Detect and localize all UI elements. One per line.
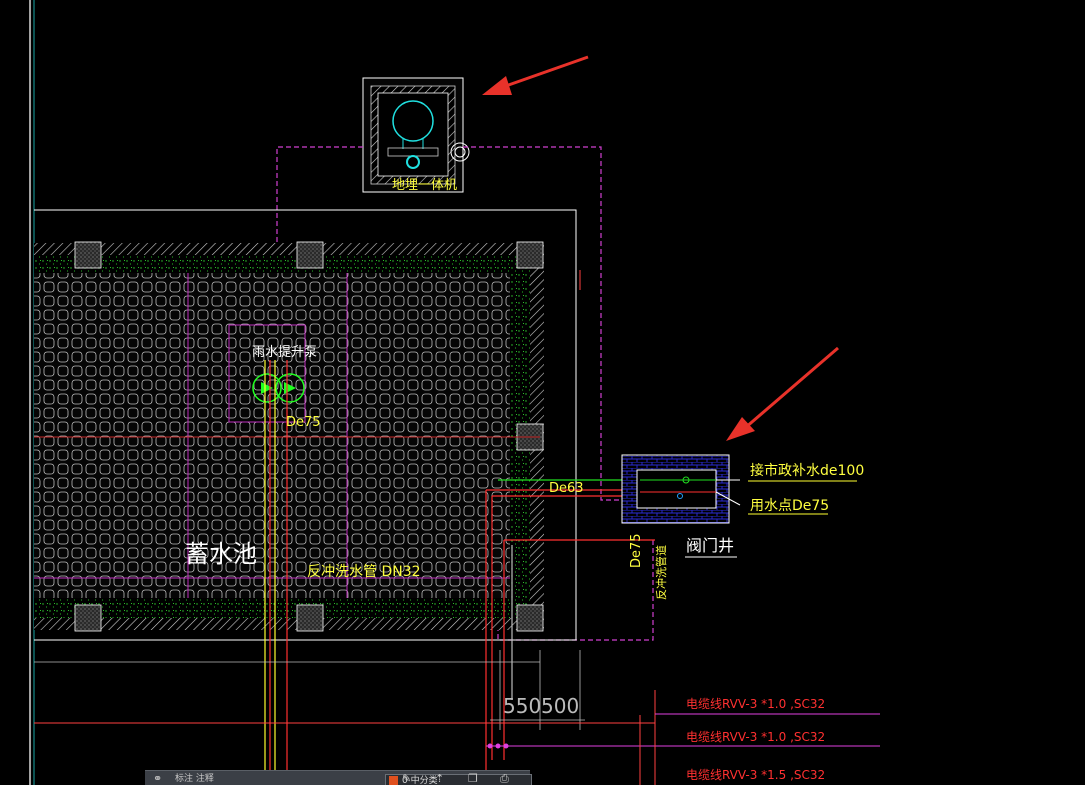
arrow-right [726,346,839,441]
print-icon[interactable]: ⎙ [500,772,509,785]
layer-name: 0 中分类 [402,776,438,785]
dimension-500: 500 [541,694,579,718]
backwash-label: 反冲洗水管 DN32 [307,564,421,580]
tank-label: 蓄水池 [185,540,257,568]
junction-dots [487,743,509,749]
valve-well-label: 阀门井 [686,536,734,555]
equipment-unit [362,77,470,193]
structural-columns [74,241,544,632]
backwash-vertical-label: 反冲洗管道 [654,545,668,600]
equipment-label: 地埋一体机 [392,178,457,193]
valve-pipes [485,479,655,785]
bottom-lines [34,270,880,785]
cable-label-1: 电缆线RVV-3 *1.0 ,SC32 [686,697,825,711]
link-icon[interactable]: ⚭ [153,772,163,785]
de63-label: De63 [549,481,584,496]
layer-color-swatch [389,776,398,785]
valve-well [621,454,741,524]
floating-toolbar: ⚭ 标注 注释 0 中分类 ✎ ⇡ ❐ ⎙ [145,770,532,785]
dimension-lines [34,650,585,730]
de75-vertical-label: De75 [629,533,644,568]
upload-icon[interactable]: ⇡ [435,772,445,785]
vertical-pipes [264,360,288,785]
dimension-550: 550 [503,694,541,718]
pump-label: 雨水提升泵 [252,344,317,360]
rain-pump [252,373,305,403]
cable-label-2: 电缆线RVV-3 *1.0 ,SC32 [686,730,825,744]
municipal-label: 接市政补水de100 [750,462,864,479]
cable-label-3: 电缆线RVV-3 *1.5 ,SC32 [686,768,825,782]
layer-dropdown[interactable]: 0 中分类 [385,774,532,785]
arrow-top [482,55,589,95]
copy-icon[interactable]: ❐ [468,772,478,785]
magenta-grid [34,273,510,598]
pump-pipe-label: De75 [286,415,321,430]
annotation-label: 标注 注释 [175,774,214,784]
usage-label: 用水点De75 [750,498,829,514]
pool-outline [34,209,577,641]
pencil-icon[interactable]: ✎ [402,772,412,785]
